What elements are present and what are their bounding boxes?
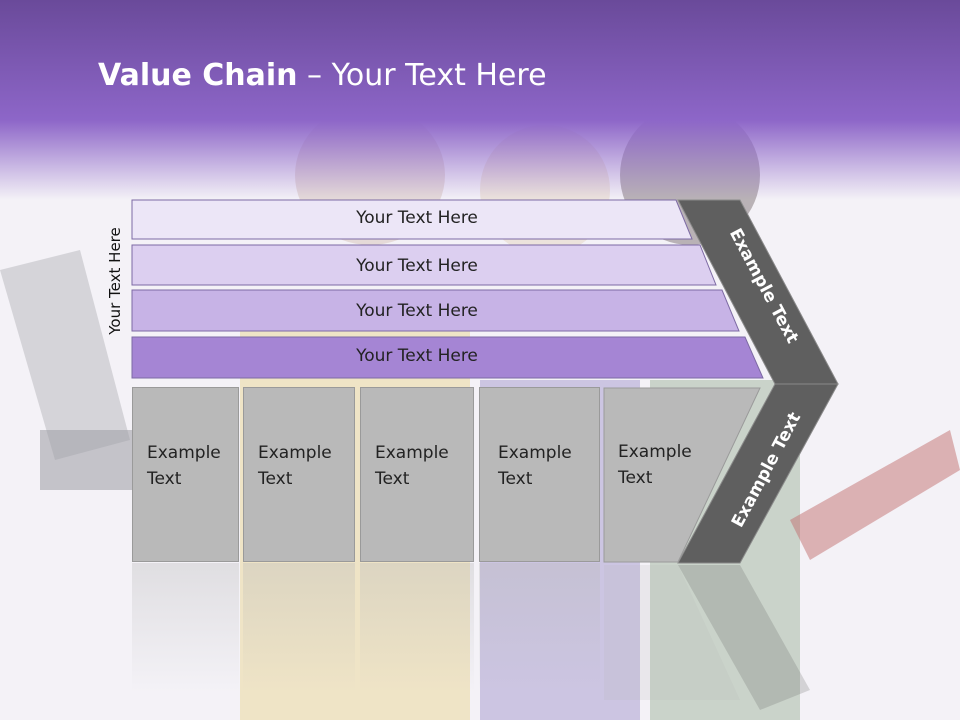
title-bold: Value Chain	[98, 58, 298, 93]
band-3[interactable]	[131, 289, 740, 332]
chevron-reflection	[678, 565, 810, 710]
box-5-shape[interactable]	[603, 387, 761, 563]
box-4-reflection	[479, 563, 600, 693]
box-5-line1: Example	[618, 442, 692, 462]
band-3-label: Your Text Here	[356, 301, 478, 321]
band-2-label: Your Text Here	[356, 256, 478, 276]
band-1[interactable]	[131, 199, 693, 240]
box-2-line1: Example	[258, 443, 332, 463]
box-2-line2: Text	[258, 469, 293, 489]
header-bar	[0, 0, 960, 200]
box-3-line2: Text	[375, 469, 410, 489]
band-1-label: Your Text Here	[356, 208, 478, 228]
title-rest: – Your Text Here	[297, 58, 547, 93]
box-3-reflection	[360, 563, 474, 693]
box-1-reflection	[132, 563, 239, 693]
band-4[interactable]	[131, 336, 764, 379]
box-2-reflection	[243, 563, 355, 693]
box-1-line1: Example	[147, 443, 221, 463]
box-4-line2: Text	[498, 469, 533, 489]
slide-title[interactable]: Value Chain – Your Text Here	[98, 56, 547, 96]
band-4-label: Your Text Here	[356, 346, 478, 366]
box-3-line1: Example	[375, 443, 449, 463]
box-1-line2: Text	[147, 469, 182, 489]
box-4-line1: Example	[498, 443, 572, 463]
box-5-line2: Text	[618, 468, 653, 488]
box-5-reflection	[604, 565, 740, 700]
band-2[interactable]	[131, 244, 717, 286]
chevron-lower[interactable]	[677, 383, 839, 564]
